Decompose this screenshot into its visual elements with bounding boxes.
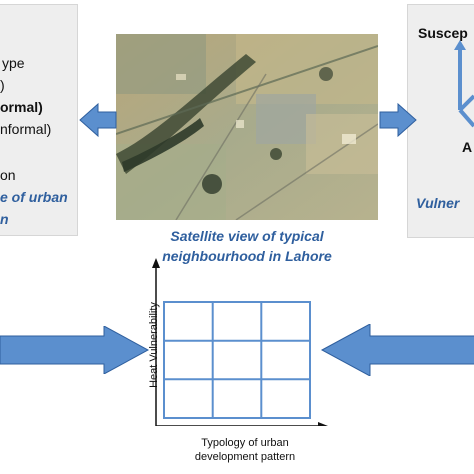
right-panel (407, 4, 474, 238)
x-axis-label-line-2: development pattern (194, 451, 296, 463)
left-text-line-2: ) (0, 77, 5, 93)
left-text-line-3: ormal) (0, 99, 43, 115)
satellite-caption-line-1: Satellite view of typical (170, 228, 324, 244)
left-text-line-5: on (0, 167, 16, 183)
matrix-diagram (152, 258, 328, 426)
left-text-line-4: nformal) (0, 121, 52, 137)
satellite-image (116, 34, 378, 220)
satellite-caption-line-2: neighbourhood in Lahore (162, 248, 332, 264)
right-caption: Vulner (416, 195, 460, 211)
arrow-bottom-left (0, 326, 150, 374)
arrow-right-top (379, 102, 417, 138)
left-text-line-1: ype (2, 55, 25, 71)
y-axis-label: Heat Vulnerability (148, 302, 160, 388)
left-panel (0, 4, 78, 236)
left-text-line-6: e of urban (0, 189, 68, 205)
right-bottom-label: A (462, 139, 473, 155)
arrow-bottom-right (320, 324, 474, 376)
arrow-left-top (79, 102, 117, 138)
x-axis-label-line-1: Typology of urban (201, 437, 289, 449)
triangle-axes-diagram (454, 40, 474, 128)
left-text-line-7: n (0, 211, 9, 227)
right-top-label: Suscep (418, 25, 468, 41)
matrix-grid (163, 301, 311, 419)
